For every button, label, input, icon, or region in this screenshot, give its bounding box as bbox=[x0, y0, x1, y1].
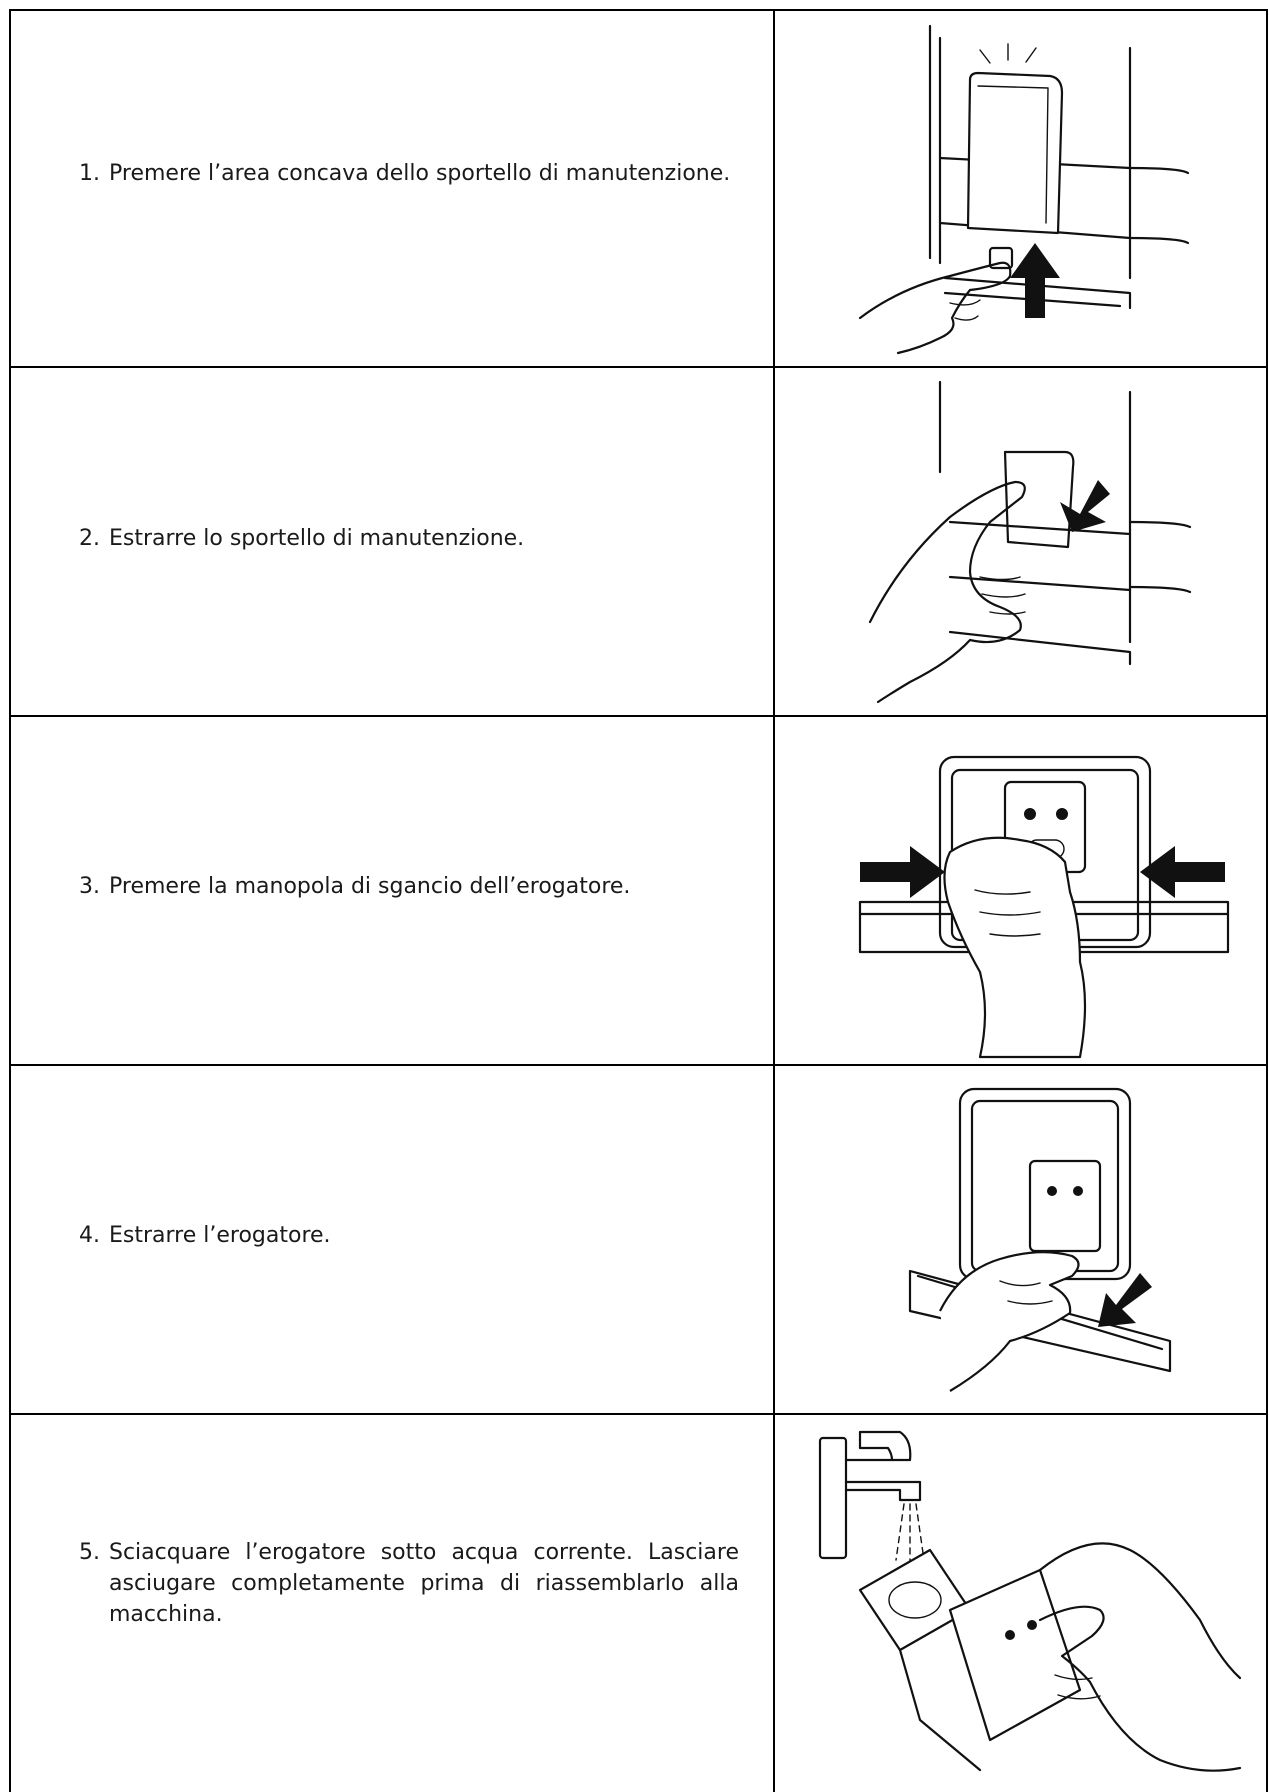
row-divider bbox=[9, 1064, 1268, 1066]
row-divider bbox=[9, 715, 1268, 717]
step-3-text: 3. Premere la manopola di sgancio dell’e… bbox=[79, 871, 739, 902]
step-2-text: 2. Estrarre lo sportello di manutenzione… bbox=[79, 523, 739, 554]
step-description: Estrarre l’erogatore. bbox=[109, 1223, 331, 1248]
row-divider bbox=[9, 366, 1268, 368]
press-door-hand-icon bbox=[858, 24, 1190, 355]
step-5-text: 5. Sciacquare l’erogatore sotto acqua co… bbox=[79, 1537, 739, 1630]
step-description: Sciacquare l’erogatore sotto acqua corre… bbox=[109, 1540, 739, 1627]
step-number: 3. bbox=[79, 874, 100, 899]
step-description: Premere l’area concava dello sportello d… bbox=[109, 161, 731, 186]
step-1-illustration bbox=[840, 18, 1260, 358]
step-3-illustration bbox=[840, 722, 1260, 1060]
step-2-illustration bbox=[840, 372, 1260, 710]
step-number: 4. bbox=[79, 1223, 100, 1248]
pull-door-hand-icon bbox=[868, 380, 1192, 704]
step-number: 5. bbox=[79, 1540, 100, 1565]
squeeze-release-knob-icon bbox=[858, 755, 1230, 1059]
table-border-top bbox=[9, 9, 1268, 11]
step-number: 2. bbox=[79, 526, 100, 551]
step-4-illustration bbox=[840, 1071, 1260, 1409]
step-4-text: 4. Estrarre l’erogatore. bbox=[79, 1220, 739, 1251]
row-divider bbox=[9, 1413, 1268, 1415]
table-column-divider bbox=[773, 9, 775, 1792]
step-description: Premere la manopola di sgancio dell’erog… bbox=[109, 874, 631, 899]
table-border-right bbox=[1266, 9, 1268, 1792]
table-border-left bbox=[9, 9, 11, 1792]
step-description: Estrarre lo sportello di manutenzione. bbox=[109, 526, 525, 551]
pull-dispenser-icon bbox=[908, 1087, 1172, 1392]
step-1-text: 1. Premere l’area concava dello sportell… bbox=[79, 158, 739, 189]
step-5-illustration bbox=[800, 1420, 1262, 1788]
step-number: 1. bbox=[79, 161, 100, 186]
rinse-under-tap-icon bbox=[818, 1430, 1242, 1772]
